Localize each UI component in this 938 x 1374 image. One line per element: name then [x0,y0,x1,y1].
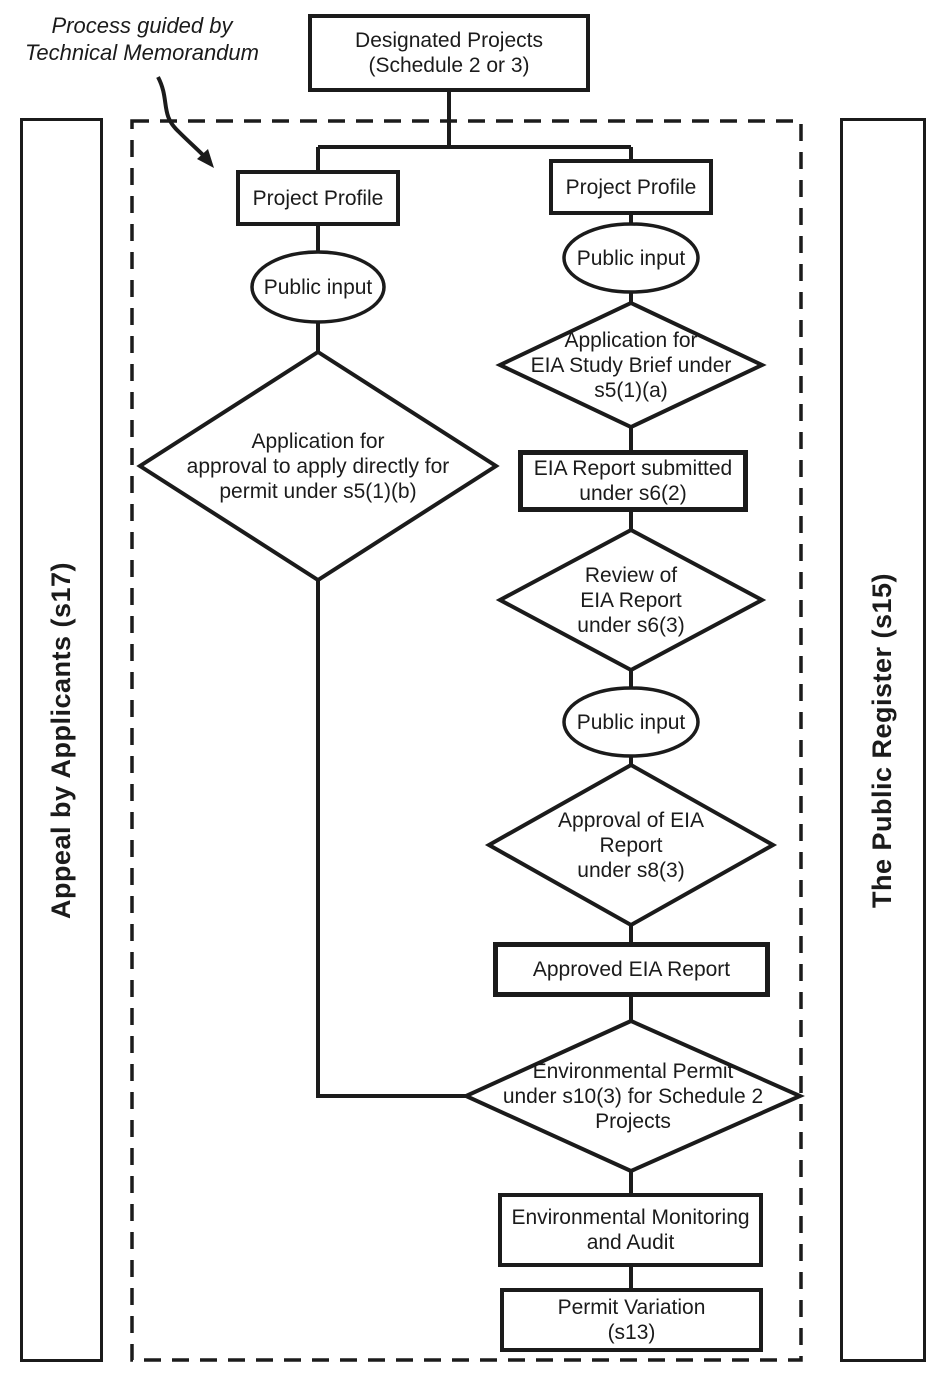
process-boundary-dashed-border [130,119,803,1362]
environmental-permit-diamond [461,1018,805,1174]
project-profile-right-box: Project Profile [549,159,713,215]
connector-direct-permit-branch [316,578,466,1098]
designated-projects-box: Designated Projects (Schedule 2 or 3) [308,14,590,92]
annotation-technical-memorandum: Process guided by Technical Memorandum [25,13,259,65]
annotation-arrowhead [197,149,214,168]
public-register-label: The Public Register (s15) [867,572,898,908]
approval-eia-report-diamond [484,762,778,928]
approved-eia-report-box: Approved EIA Report [493,942,770,997]
eia-report-submitted-box: EIA Report submitted under s6(2) [518,450,748,512]
permit-variation-box: Permit Variation (s13) [500,1288,763,1352]
public-register-sidebar: The Public Register (s15) [840,118,926,1362]
public-input-left-ellipse [250,250,386,324]
eia-study-brief-diamond [495,300,767,430]
public-input-right-mid-ellipse [562,686,700,758]
public-input-right-top-ellipse [562,222,700,294]
review-eia-report-diamond [495,527,767,673]
annotation-arrow [156,76,206,158]
direct-permit-application-diamond [136,349,500,583]
appeal-by-applicants-label: Appeal by Applicants (s17) [46,561,76,919]
appeal-by-applicants-sidebar: Appeal by Applicants (s17) [20,118,103,1362]
project-profile-left-box: Project Profile [236,170,400,226]
environmental-monitoring-box: Environmental Monitoring and Audit [498,1193,763,1267]
